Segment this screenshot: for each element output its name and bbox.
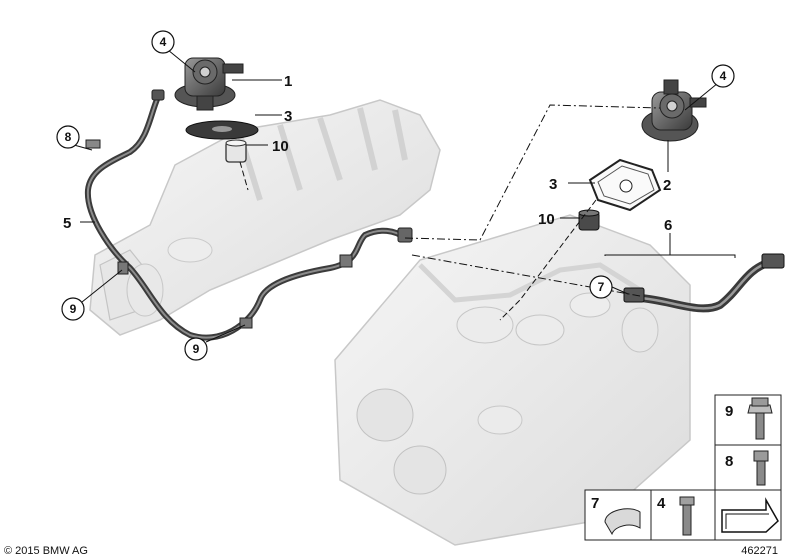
svg-text:4: 4 xyxy=(160,35,167,49)
clip-icon xyxy=(604,508,641,536)
legend-box-arrow xyxy=(714,489,782,541)
callout-9-bottom: 9 xyxy=(184,337,208,361)
bolt-socket-icon xyxy=(753,450,769,486)
svg-text:8: 8 xyxy=(65,130,72,144)
diagram-id: 462271 xyxy=(741,545,778,557)
legend-box-7: 7 xyxy=(584,489,652,541)
svg-text:7: 7 xyxy=(598,280,605,294)
callout-10-right: 10 xyxy=(538,211,555,228)
svg-text:8: 8 xyxy=(725,453,733,470)
callout-3-left: 3 xyxy=(284,108,292,125)
gasket-right xyxy=(588,158,662,212)
sleeve-left xyxy=(225,139,247,163)
callout-4-right: 4 xyxy=(711,64,735,88)
callout-10-left: 10 xyxy=(272,138,289,155)
callout-6: 6 xyxy=(664,217,672,234)
svg-text:9: 9 xyxy=(70,302,77,316)
callout-5: 5 xyxy=(63,215,71,232)
copyright: © 2015 BMW AG xyxy=(4,545,88,557)
legend-box-8: 8 xyxy=(714,444,782,491)
bolt-flange-icon xyxy=(747,397,773,440)
gasket-left xyxy=(185,120,259,140)
svg-text:9: 9 xyxy=(193,342,200,356)
svg-text:4: 4 xyxy=(657,495,666,512)
sleeve-right xyxy=(578,209,600,231)
legend-box-4: 4 xyxy=(650,489,716,541)
svg-text:4: 4 xyxy=(720,69,727,83)
legend-box-9: 9 xyxy=(714,394,782,446)
callout-7: 7 xyxy=(589,275,613,299)
bolt-small-icon xyxy=(679,496,695,536)
leader-left-pump-dash xyxy=(239,161,249,191)
fuel-line-6 xyxy=(623,253,785,313)
high-pressure-pump-right xyxy=(641,79,707,142)
callout-leaders xyxy=(73,49,736,343)
callout-3-right: 3 xyxy=(549,176,557,193)
high-pressure-pump-left xyxy=(174,57,244,111)
callout-9-left: 9 xyxy=(61,297,85,321)
callout-8: 8 xyxy=(56,125,80,149)
svg-text:9: 9 xyxy=(725,403,733,420)
callout-2: 2 xyxy=(663,177,671,194)
callout-1: 1 xyxy=(284,73,292,90)
arrow-icon xyxy=(721,497,779,533)
fuel-line-5 xyxy=(84,89,413,341)
svg-text:7: 7 xyxy=(591,495,599,512)
callout-4-left: 4 xyxy=(151,30,175,54)
